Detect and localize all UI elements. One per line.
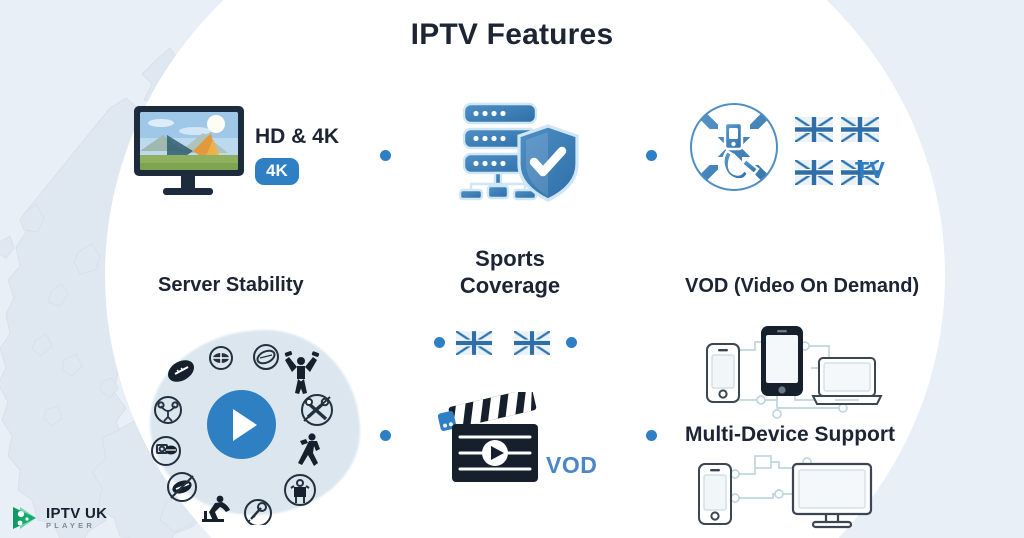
uk-flag-icon [456, 331, 492, 355]
devices-network-phone-tablet-laptop-icon [706, 326, 883, 419]
uk-flag-icon [514, 331, 550, 355]
connector-dot [380, 150, 391, 161]
clapperboard-play-icon [438, 392, 538, 482]
logo-name: IPTV UK [46, 505, 108, 523]
uk-flag-icon [841, 117, 879, 142]
multi-device-label: Multi-Device Support [685, 423, 896, 446]
uk-flag-icon [841, 160, 879, 185]
4k-badge: 4K [255, 158, 299, 185]
server-stability-label: Server Stability [158, 274, 304, 296]
uk-flag-emblem-icon [690, 103, 778, 191]
connector-dot [646, 150, 657, 161]
iptv-uk-player-logo-icon [13, 507, 36, 529]
sports-coverage-line1: Sports [475, 246, 545, 271]
logo-text: IPTV UK PLAYER [46, 506, 107, 530]
logo-subtitle: PLAYER [46, 521, 95, 531]
server-shield-icon [458, 102, 579, 202]
monitor-screen-icon [134, 106, 244, 195]
connector-dot [566, 337, 577, 348]
sports-coverage-label: Sports Coverage [455, 246, 565, 300]
logo[interactable]: IPTV UK PLAYER [10, 503, 107, 533]
tv-label: TV [855, 157, 886, 183]
sports-coverage-line2: Coverage [459, 272, 561, 298]
page-title: IPTV Features [410, 18, 614, 51]
uk-flag-icon [795, 160, 833, 185]
uk-flag-icon [795, 117, 833, 142]
connector-dot [380, 430, 391, 441]
vod-badge-text: VOD [546, 452, 598, 478]
connector-dot [646, 430, 657, 441]
hd4k-label: HD & 4K [255, 125, 340, 148]
sports-icons-ring-play-icon [151, 344, 333, 525]
connector-dot [434, 337, 445, 348]
vod-label: VOD (Video On Demand) [685, 275, 920, 297]
play-button-icon[interactable] [207, 390, 276, 459]
devices-network-phone-tv-icon [698, 455, 873, 529]
